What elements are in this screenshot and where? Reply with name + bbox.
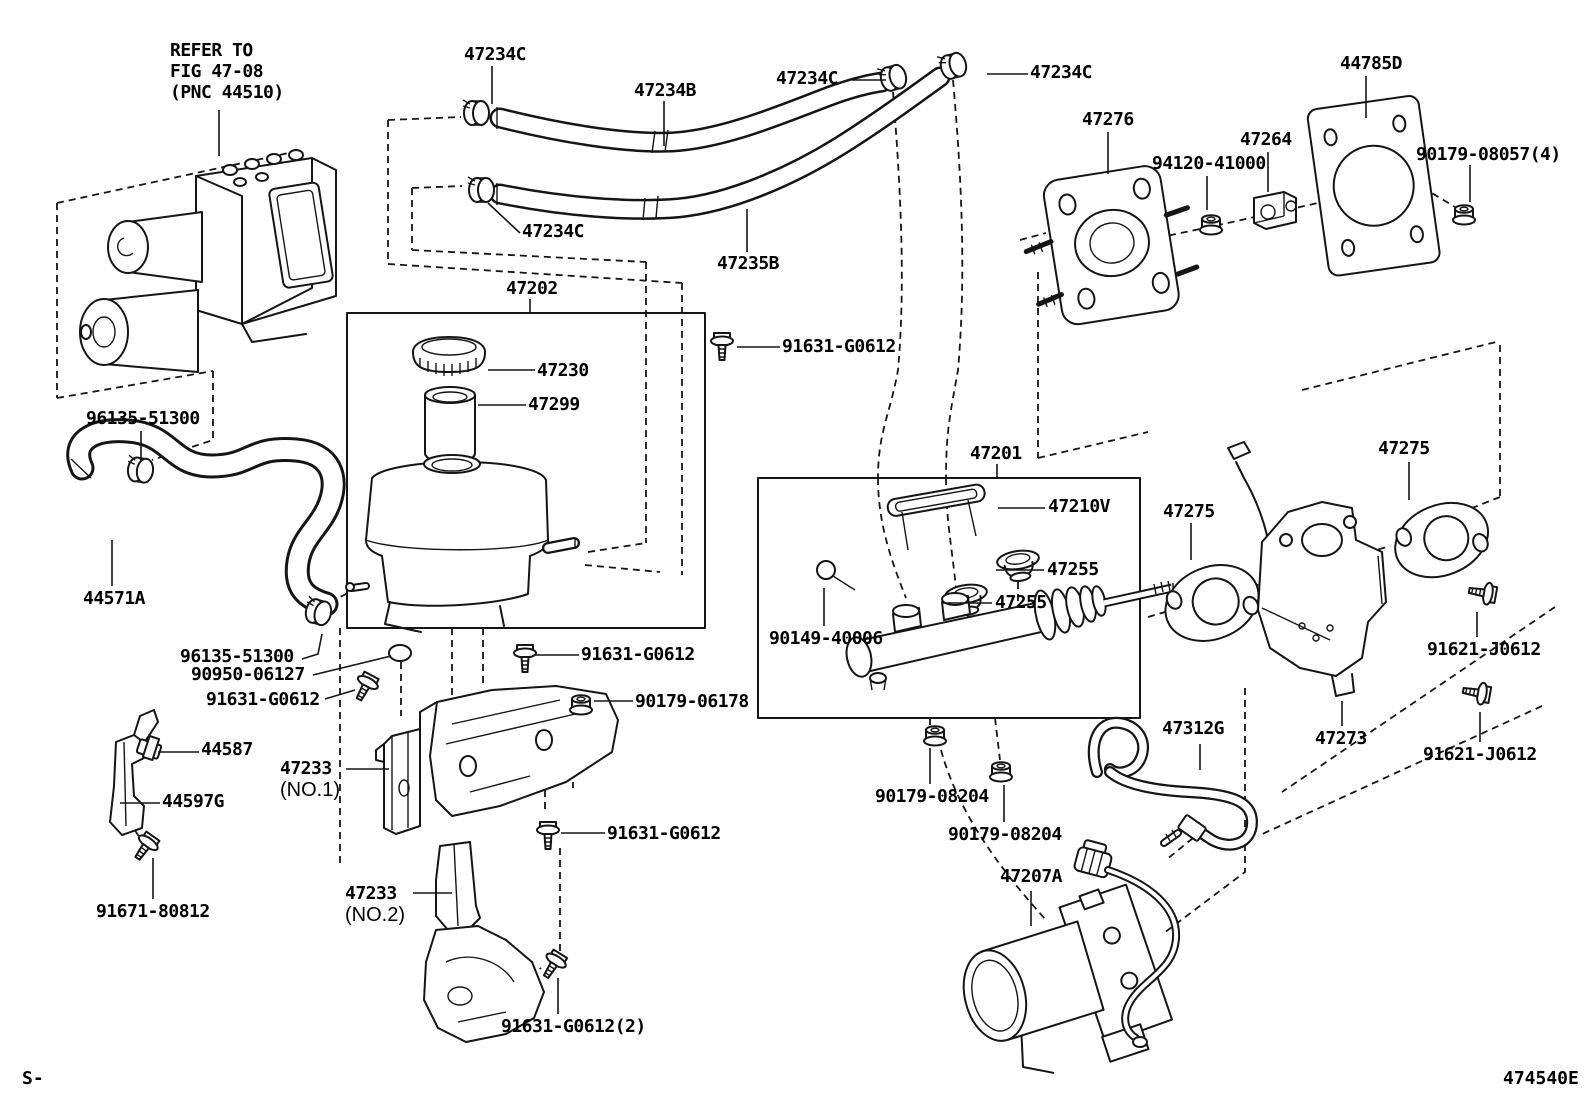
figure-code: 474540E [1503,1068,1579,1089]
part-label-91671-80812: 91671-80812 [96,901,210,922]
part-label-47210v: 47210V [1048,496,1111,517]
part-label-47264: 47264 [1240,129,1292,150]
part-label-90950-06127: 90950-06127 [191,664,305,685]
clamp-bracket-47210v [886,483,986,517]
nut-90179-08204-a [923,725,947,747]
part-label-47234c-low: 47234C [522,221,585,242]
grommet-90950-06127 [388,644,412,662]
part-label-47234b: 47234B [634,80,697,101]
part-label-91631-g0612-m2: 91631-G0612 [607,823,721,844]
part-label-47276: 47276 [1082,109,1134,130]
part-label-47255-b: 47255 [995,592,1047,613]
part-label-47202: 47202 [506,278,558,299]
nut-90179-08204-b [989,761,1013,783]
reservoir-box-47202 [345,312,706,662]
hose-47235b [489,66,951,221]
bolt-91631-x2 [535,946,571,984]
part-label-47234c-top: 47234C [464,44,527,65]
abs-actuator-drawing [79,149,337,373]
sheet-prefix-mark: S- [22,1068,44,1089]
part-label-47235b: 47235B [717,253,780,274]
bolt-91631-top [710,332,734,361]
bolt-91621-b [1460,678,1493,707]
part-label-91621-j0612-a: 91621-J0612 [1427,639,1541,660]
actuator-47207a [962,883,1173,1074]
clamp-47234c-1 [462,99,490,126]
bolt-91621-a [1466,578,1499,607]
part-label-44785d: 44785D [1340,53,1403,74]
bracket-47273 [1227,441,1387,697]
master-cylinder-box-47201 [757,477,1174,719]
part-label-47312g: 47312G [1162,718,1225,739]
refer-note: REFER TO FIG 47-08 (PNC 44510) [170,40,284,103]
part-label-47207a: 47207A [1000,866,1063,887]
part-label-91631-g0612-top: 91631-G0612 [782,336,896,357]
part-label-44597g: 44597G [162,791,225,812]
grommet-47255-a [994,547,1043,585]
tube-47312g [1087,716,1259,851]
part-label-44587: 44587 [201,739,253,760]
bracket-44597g [109,709,163,836]
part-label-47275-right: 47275 [1378,438,1430,459]
plate-44785d [1306,95,1441,277]
part-label-47233-no1: 47233(NO.1) [280,758,340,801]
bolt-91631-mid2 [536,821,560,850]
clamp-block-47264 [1253,191,1297,230]
part-label-90179-06178: 90179-06178 [635,691,749,712]
part-label-90179-08204-b: 90179-08204 [948,824,1062,845]
part-label-47275-left: 47275 [1163,501,1215,522]
nut-94120-41000 [1199,214,1223,236]
bracket-47233-no1 [375,685,619,835]
leader-lines [111,66,1481,1014]
bolt-91631-left [348,669,383,706]
master-cylinder-body [845,580,1174,691]
part-label-91631-g0612-2: 91631-G0612(2) [501,1016,646,1037]
part-label-47230: 47230 [537,360,589,381]
bracket-47233-no2 [423,841,545,1043]
part-label-47201: 47201 [970,443,1022,464]
part-label-47299: 47299 [528,394,580,415]
part-label-90179-08204-a: 90179-08204 [875,786,989,807]
gasket-47275-right [1394,501,1490,579]
part-label-96135-51300-top: 96135-51300 [86,408,200,429]
part-label-90179-08057-4: 90179-08057(4) [1416,144,1561,165]
nut-90179-06178 [569,694,593,716]
refer-note-line1: REFER TO [170,40,253,61]
part-label-91631-g0612-left: 91631-G0612 [206,689,320,710]
reservoir-tank [345,454,580,633]
part-label-94120-41000: 94120-41000 [1152,153,1266,174]
hose-44571a [66,418,346,617]
part-label-47234c-right: 47234C [1030,62,1093,83]
part-label-44571a: 44571A [83,588,146,609]
part-label-96135-51300-bot: 96135-51300 [180,646,294,667]
clamp-96135-top [124,454,156,485]
reservoir-cup-47299 [424,386,476,463]
part-label-47255-a: 47255 [1047,559,1099,580]
bolt-90149-40006-head [816,560,836,580]
nut-90179-08057 [1452,204,1476,226]
refer-note-line2: FIG 47-08 [170,61,264,82]
bolt-91631-mid1 [513,644,537,673]
part-label-90149-40006: 90149-40006 [769,628,883,649]
part-label-91631-g0612-m1: 91631-G0612 [581,644,695,665]
gasket-47276 [1023,165,1200,326]
gasket-47275-left [1164,564,1260,642]
clamp-47234c-2 [467,176,495,203]
part-label-91621-j0612-b: 91621-J0612 [1423,744,1537,765]
part-label-47233-no2-sub: (NO.2) [345,904,405,926]
refer-note-line3: (PNC 44510) [170,82,284,103]
clip-44587 [135,734,163,762]
part-label-47273: 47273 [1315,728,1367,749]
hose-47234b [489,71,893,154]
bolt-91671-80812 [127,828,163,866]
part-label-47234c-mid: 47234C [776,68,839,89]
actuator-connector [1073,839,1181,1048]
part-label-47233-no2: 47233(NO.2) [345,883,405,926]
part-label-47233-no1-sub: (NO.1) [280,779,340,801]
